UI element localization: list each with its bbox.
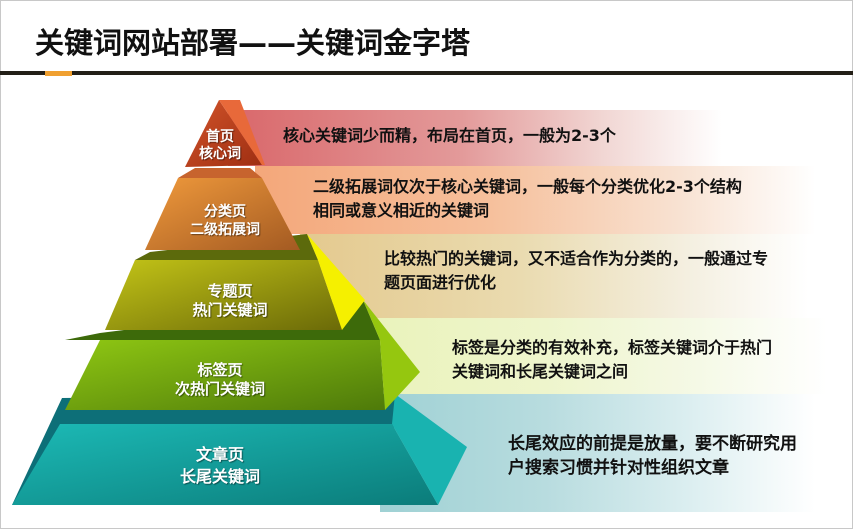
level-2-description: 二级拓展词仅次于核心关键词，一般每个分类优化2-3个结构 相同或意义相近的关键词 bbox=[313, 175, 742, 223]
level-5-label: 文章页 长尾关键词 bbox=[135, 444, 305, 488]
level-1-shape bbox=[185, 100, 265, 167]
level-2-band bbox=[255, 166, 845, 234]
description-line: 核心关键词少而精，布局在首页，一般为2-3个 bbox=[283, 126, 616, 145]
level-2-label: 分类页 二级拓展词 bbox=[160, 203, 290, 239]
description-line: 比较热门的关键词，又不适合作为分类的，一般通过专 bbox=[384, 249, 769, 268]
description-line: 题页面进行优化 bbox=[384, 273, 497, 292]
level-1-description: 核心关键词少而精，布局在首页，一般为2-3个 bbox=[283, 124, 616, 148]
level-5-keyword-type: 长尾关键词 bbox=[179, 467, 260, 486]
level-5-description: 长尾效应的前提是放量，要不断研究用 户搜索习惯并针对性组织文章 bbox=[508, 432, 797, 480]
level-4-keyword-type: 次热门关键词 bbox=[174, 380, 265, 398]
description-line: 户搜索习惯并针对性组织文章 bbox=[508, 458, 729, 478]
title-divider-accent bbox=[45, 71, 72, 76]
description-line: 标签是分类的有效补充，标签关键词介于热门 bbox=[452, 338, 773, 357]
level-1-label: 首页 核心词 bbox=[180, 129, 260, 163]
level-4-band bbox=[340, 318, 853, 394]
description-line: 相同或意义相近的关键词 bbox=[313, 201, 490, 220]
level-5-page: 文章页 bbox=[195, 445, 244, 464]
level-2-keyword-type: 二级拓展词 bbox=[190, 222, 260, 238]
level-4-label: 标签页 次热门关键词 bbox=[140, 361, 300, 399]
level-3-keyword-type: 热门关键词 bbox=[192, 301, 268, 319]
level-1-keyword-type: 核心词 bbox=[199, 146, 241, 162]
description-line: 长尾效应的前提是放量，要不断研究用 bbox=[508, 434, 797, 454]
level-2-page: 分类页 bbox=[204, 204, 246, 220]
slide-title: 关键词网站部署——关键词金字塔 bbox=[35, 26, 471, 60]
level-1-band bbox=[228, 110, 748, 166]
description-line: 二级拓展词仅次于核心关键词，一般每个分类优化2-3个结构 bbox=[313, 177, 742, 196]
level-4-description: 标签是分类的有效补充，标签关键词介于热门 关键词和长尾关键词之间 bbox=[452, 336, 772, 384]
level-5-shape bbox=[12, 394, 467, 505]
level-3-label: 专题页 热门关键词 bbox=[160, 282, 300, 320]
level-1-page: 首页 bbox=[206, 129, 234, 145]
level-4-page: 标签页 bbox=[197, 361, 243, 379]
level-3-band bbox=[300, 234, 853, 318]
description-line: 关键词和长尾关键词之间 bbox=[452, 362, 629, 381]
level-3-page: 专题页 bbox=[207, 282, 253, 300]
title-divider bbox=[0, 71, 853, 75]
level-3-description: 比较热门的关键词，又不适合作为分类的，一般通过专 题页面进行优化 bbox=[384, 247, 768, 295]
level-2-shape bbox=[145, 168, 300, 250]
